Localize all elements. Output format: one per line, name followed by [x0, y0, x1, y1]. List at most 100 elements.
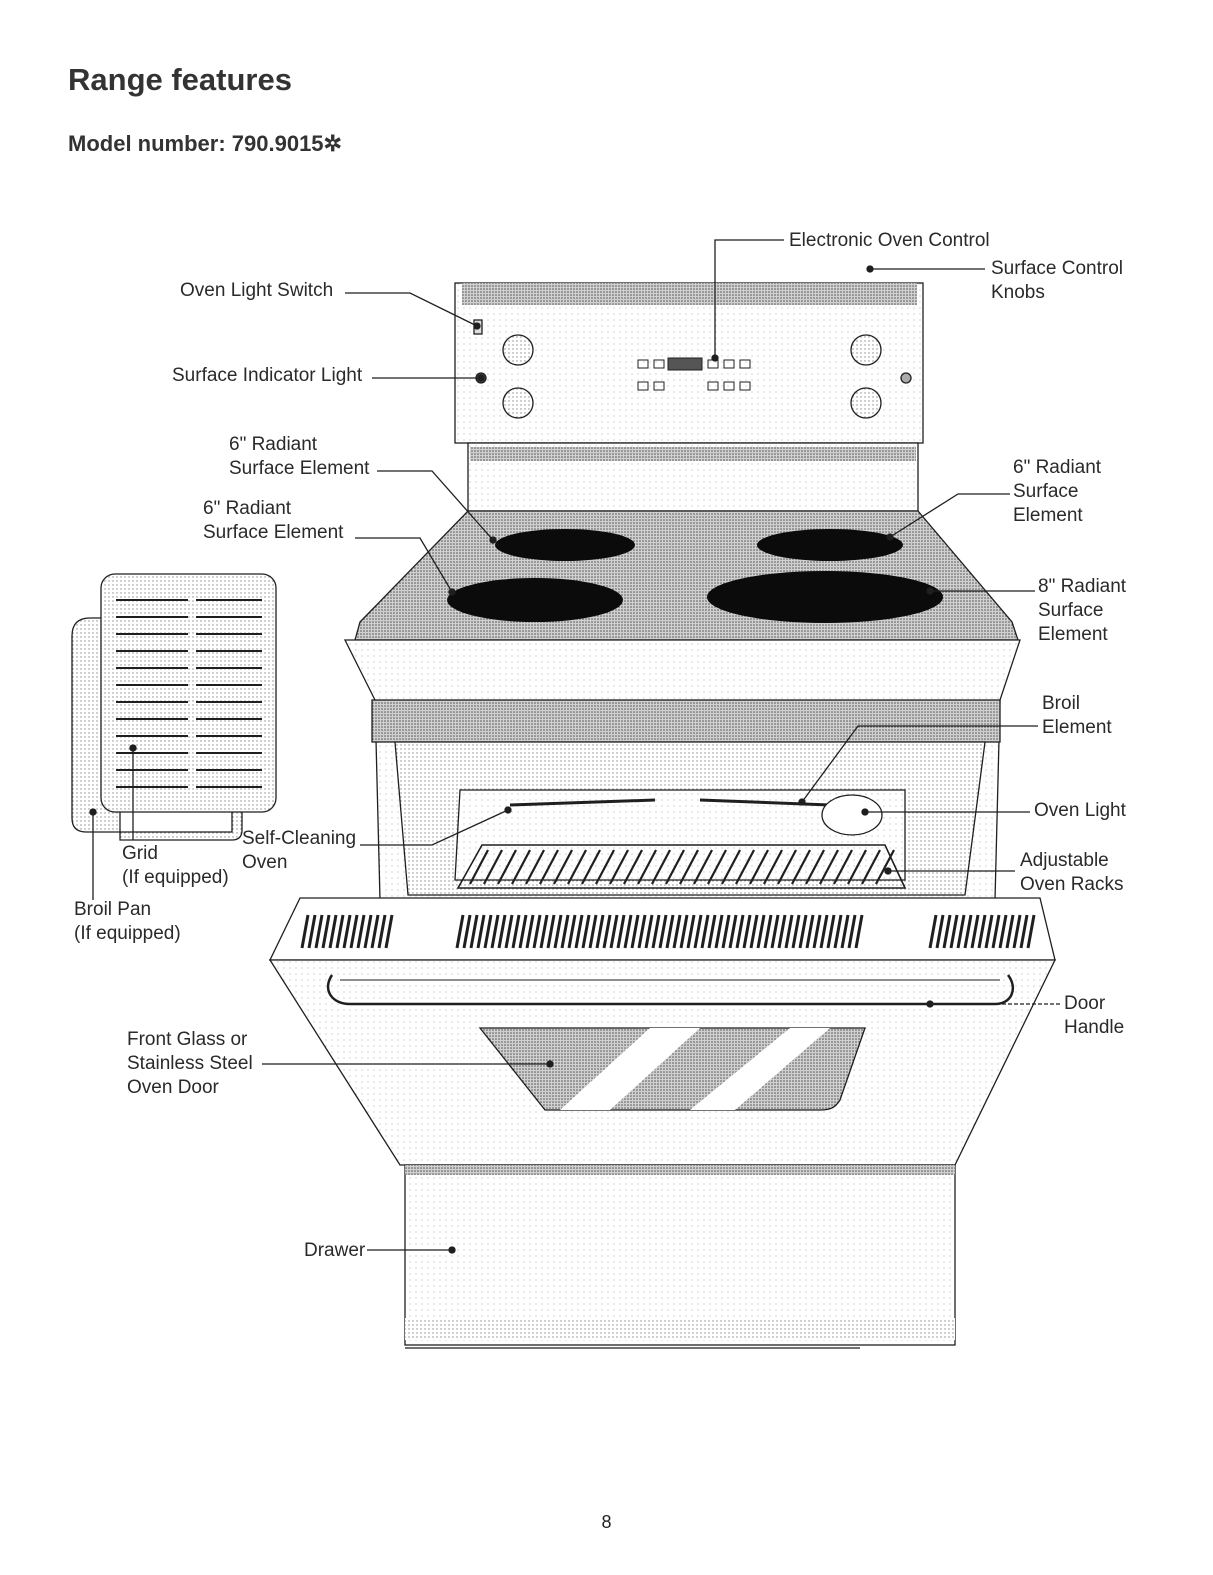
oven-rack-bar — [721, 849, 741, 885]
model-number: Model number: 790.9015✲ — [68, 131, 342, 157]
leader-lines — [89, 239, 1060, 1254]
door-vent-slot — [616, 914, 626, 949]
oven-rack-bar — [763, 849, 783, 885]
door-vent-slot — [854, 914, 864, 949]
element-6in-rear-left — [495, 529, 635, 561]
door-vent-slot — [749, 914, 759, 949]
door-vent-slot — [721, 914, 731, 949]
knob-right-front — [850, 387, 882, 419]
door-vent-slot — [728, 914, 738, 949]
label-broil-pan: Broil Pan (If equipped) — [74, 899, 181, 944]
door-vent-slot — [942, 914, 952, 949]
oven-rack-bar — [581, 849, 601, 885]
cooktop-surface — [354, 510, 1019, 641]
door-vent-slot — [518, 914, 528, 949]
leader-electronic-oven-control — [714, 239, 784, 358]
door-vent-slot — [574, 914, 584, 949]
leader-self-cleaning-oven — [360, 809, 509, 846]
oven-rack-bar — [693, 849, 713, 885]
door-vent-slot — [970, 914, 980, 949]
door-vent-slot — [630, 914, 640, 949]
door-vent-slot — [553, 914, 563, 949]
door-vent-slot — [693, 914, 703, 949]
door-vent-slot — [840, 914, 850, 949]
oven-rack-bar — [609, 849, 629, 885]
label-drawer: Drawer — [304, 1240, 366, 1261]
door-vent-slot — [490, 914, 500, 949]
door-vent-slot — [805, 914, 815, 949]
door-vent-slot — [756, 914, 766, 949]
oven-rack-bar — [749, 849, 769, 885]
electronic-oven-control-keypad — [637, 357, 751, 391]
oven-rack-bar — [553, 849, 573, 885]
door-vent-slot — [609, 914, 619, 949]
label-radiant-rear-right: 6" Radiant Surface Element — [1013, 457, 1102, 526]
label-grid: Grid (If equipped) — [122, 843, 229, 888]
grid — [100, 573, 277, 813]
label-self-cleaning-oven: Self-Cleaning Oven — [242, 828, 357, 873]
door-vent-slot — [356, 914, 366, 949]
element-6in-front-left — [447, 578, 623, 622]
oven-rack-bar — [623, 849, 643, 885]
door-vent-slot — [476, 914, 486, 949]
panel-indicator-dot — [900, 372, 912, 384]
door-vent-slot — [784, 914, 794, 949]
door-vent-slot — [672, 914, 682, 949]
label-radiant-front-right: 8" Radiant Surface Element — [1038, 576, 1127, 645]
door-vent-slot — [342, 914, 352, 949]
door-handle — [326, 974, 1015, 1006]
door-vent-slot — [595, 914, 605, 949]
door-vent-slot — [998, 914, 1008, 949]
door-vent-slot — [826, 914, 836, 949]
label-oven-light-switch: Oven Light Switch — [180, 280, 334, 301]
door-vent-slot — [539, 914, 549, 949]
label-surface-indicator-light: Surface Indicator Light — [172, 365, 363, 386]
door-vent-slot — [742, 914, 752, 949]
oven-rack-bar — [833, 849, 853, 885]
door-vent-slot — [363, 914, 373, 949]
door-vent-slot — [546, 914, 556, 949]
door-vent-slot — [798, 914, 808, 949]
oven-door-vents — [300, 914, 1036, 949]
label-front-glass-door: Front Glass or Stainless Steel Oven Door — [127, 1029, 253, 1098]
label-broil-element: Broil Element — [1042, 693, 1112, 738]
door-vent-slot — [560, 914, 570, 949]
door-vent-slot — [777, 914, 787, 949]
door-vent-slot — [497, 914, 507, 949]
broil-element — [509, 798, 831, 807]
door-vent-slot — [791, 914, 801, 949]
door-vent-slot — [658, 914, 668, 949]
oven-rack-bar — [847, 849, 867, 885]
drawer — [404, 1164, 956, 1346]
door-vent-slot — [335, 914, 345, 949]
oven-rack-bar — [679, 849, 699, 885]
door-vent-slot — [770, 914, 780, 949]
door-vent-slot — [714, 914, 724, 949]
door-vent-slot — [928, 914, 938, 949]
oven-rack-bar — [469, 849, 489, 885]
door-vent-slot — [847, 914, 857, 949]
oven-top-band — [371, 699, 1001, 743]
leader-radiant-rear-right — [889, 493, 1010, 538]
element-8in-front-right — [707, 571, 943, 623]
door-vent-slot — [935, 914, 945, 949]
oven-rack-bar — [861, 849, 881, 885]
oven-rack-bar — [511, 849, 531, 885]
oven-rack-bar — [805, 849, 825, 885]
oven-rack-bar — [525, 849, 545, 885]
element-6in-rear-right — [757, 529, 903, 561]
door-vent-slot — [1019, 914, 1029, 949]
oven-rack-bar — [735, 849, 755, 885]
grid-slots — [116, 599, 262, 788]
knob-left-rear — [502, 334, 534, 366]
door-vent-slot — [623, 914, 633, 949]
knob-left-front — [502, 387, 534, 419]
oven-rack-bars — [469, 849, 895, 885]
door-vent-slot — [370, 914, 380, 949]
oven-rack-bar — [637, 849, 657, 885]
door-vent-slot — [812, 914, 822, 949]
oven-rack-bar — [777, 849, 797, 885]
label-oven-light: Oven Light — [1034, 800, 1126, 821]
knob-right-rear — [850, 334, 882, 366]
door-vent-slot — [963, 914, 973, 949]
